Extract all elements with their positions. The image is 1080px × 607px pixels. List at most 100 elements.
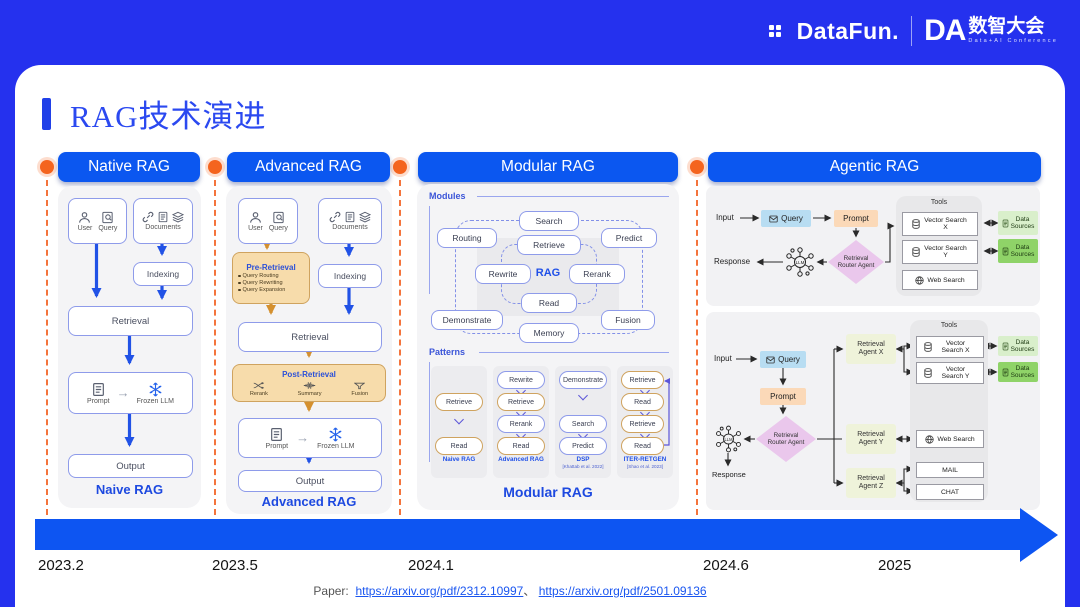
vector-search-y-box: Vector Search Y xyxy=(902,240,978,264)
pattern-advanced: Rewrite Retrieve Rerank Read Advanced RA… xyxy=(493,366,549,478)
router-agent-diamond: Retrieval Router Agent xyxy=(828,240,884,284)
vector-search-x-label: Vector Search X xyxy=(924,217,967,231)
paper-label: Paper: xyxy=(313,584,349,598)
router-agent-diamond: Retrieval Router Agent xyxy=(756,416,816,462)
link-separator: 、 xyxy=(523,584,536,598)
user-label: User xyxy=(248,224,263,232)
tools-label: Tools xyxy=(940,322,958,329)
timeline-date: 2025 xyxy=(878,557,912,574)
doc-icon xyxy=(1002,368,1008,376)
agentic-bottom-panel: Input Query Prompt Retrieval Router Agen… xyxy=(706,312,1040,510)
da-logo: DA xyxy=(924,14,966,47)
summary-icon xyxy=(303,381,316,389)
brand-logos: DataFun. DA 数智大会 Data+AI Conference xyxy=(768,14,1058,47)
pattern-caption: Naive RAG xyxy=(442,456,476,463)
post-retrieval-title: Post-Retrieval xyxy=(282,369,336,379)
snowflake-icon xyxy=(329,427,342,441)
layers-icon xyxy=(172,211,184,223)
web-search-box: Web Search xyxy=(902,270,978,290)
dashed-connector-2 xyxy=(214,180,216,515)
pattern-step: Retrieve xyxy=(435,393,483,411)
prompt-label: Prompt xyxy=(265,442,289,450)
data-sources-label: Data Sources xyxy=(1010,244,1035,258)
modules-bracket xyxy=(429,206,430,294)
timeline-date: 2024.1 xyxy=(408,557,454,574)
data-sources-box: Data Sources xyxy=(998,362,1038,382)
rerank-icon xyxy=(254,381,265,389)
title-accent-bar xyxy=(42,98,51,130)
response-label: Response xyxy=(712,470,746,479)
agentic-top-arrows xyxy=(740,214,999,266)
llm-hub-icon: LLM xyxy=(716,425,741,453)
module-read: Read xyxy=(521,293,577,313)
documents-box: Documents xyxy=(133,198,193,244)
link-icon xyxy=(329,211,341,223)
pattern-citation: [Shao et al. 2023] xyxy=(626,464,663,469)
documents-box: Documents xyxy=(318,198,382,244)
timeline-date: 2023.2 xyxy=(38,557,84,574)
output-box: Output xyxy=(238,470,382,492)
frozen-llm-label: Frozen LLM xyxy=(317,442,355,450)
post-item-summary: Summary xyxy=(297,390,322,397)
pattern-citation: [Khattab et al. 2022] xyxy=(562,464,604,469)
svg-text:LLM: LLM xyxy=(725,437,734,442)
pattern-step: Demonstrate xyxy=(559,371,607,389)
pre-retrieval-title: Pre-Retrieval xyxy=(246,262,296,272)
pattern-step: Read xyxy=(621,393,664,411)
response-label: Response xyxy=(714,257,751,266)
module-memory: Memory xyxy=(519,323,579,343)
query-label: Query xyxy=(778,355,800,364)
module-rewrite: Rewrite xyxy=(475,264,531,284)
native-rag-panel: User Query Documents Indexing xyxy=(58,186,201,508)
module-demonstrate: Demonstrate xyxy=(431,310,503,330)
pattern-step: Rerank xyxy=(497,415,545,433)
conference-name: 数智大会 xyxy=(968,16,1045,37)
timeline-dot-2 xyxy=(208,160,222,174)
web-search-label: Web Search xyxy=(937,435,975,443)
rag-center-label: RAG xyxy=(535,267,561,279)
post-retrieval-box: Post-Retrieval Rerank Summary Fusion xyxy=(232,364,386,402)
arxiv-link-2[interactable]: https://arxiv.org/pdf/2501.09136 xyxy=(538,584,707,598)
svg-text:LLM: LLM xyxy=(796,260,805,265)
module-predict: Predict xyxy=(601,228,657,248)
chat-box: CHAT xyxy=(916,484,984,500)
pattern-dsp: Demonstrate Search Predict DSP[Khattab e… xyxy=(555,366,611,478)
database-icon xyxy=(911,247,920,257)
vector-search-y-box: Vector Search Y xyxy=(916,362,984,384)
modules-rule xyxy=(477,196,669,197)
documents-label: Documents xyxy=(332,224,368,231)
arxiv-link-1[interactable]: https://arxiv.org/pdf/2312.10997 xyxy=(355,584,524,598)
timeline-date: 2024.6 xyxy=(703,557,749,574)
prompt-doc-icon xyxy=(271,427,283,441)
retrieval-agent-y: Retrieval Agent Y xyxy=(846,424,896,454)
chevron-down-icon xyxy=(578,390,588,401)
indexing-box: Indexing xyxy=(318,264,382,288)
pill-agentic-rag: Agentic RAG xyxy=(708,152,1041,182)
data-sources-label: Data Sources xyxy=(1010,216,1035,230)
module-retrieve: Retrieve xyxy=(517,235,581,255)
vector-search-x-box: Vector Search X xyxy=(902,212,978,236)
user-query-box: User Query xyxy=(238,198,298,244)
timeline-date: 2023.5 xyxy=(212,557,258,574)
dashed-connector-1 xyxy=(46,180,48,515)
timeline-arrow-body xyxy=(35,519,1020,550)
dashed-connector-4 xyxy=(696,180,698,515)
loop-arrow xyxy=(664,378,670,446)
module-search: Search xyxy=(519,211,579,231)
globe-icon xyxy=(925,434,934,444)
module-fusion: Fusion xyxy=(601,310,655,330)
database-icon xyxy=(911,219,920,229)
prompt-frozenllm-box: Prompt → Frozen LLM xyxy=(68,372,193,414)
user-label: User xyxy=(77,224,93,232)
query-label: Query xyxy=(268,224,288,232)
document-icon xyxy=(158,211,168,223)
mail-box: MAIL xyxy=(916,462,984,478)
timeline-dot-4 xyxy=(690,160,704,174)
pattern-step: Rewrite xyxy=(497,371,545,389)
pattern-step: Retrieve xyxy=(621,415,664,433)
agentic-top-panel: Input Query Prompt Retrieval Router Agen… xyxy=(706,186,1040,306)
timeline-arrow-head xyxy=(1020,508,1058,562)
fusion-icon xyxy=(354,382,366,389)
database-icon xyxy=(923,368,932,378)
frozen-llm-label: Frozen LLM xyxy=(136,397,174,405)
